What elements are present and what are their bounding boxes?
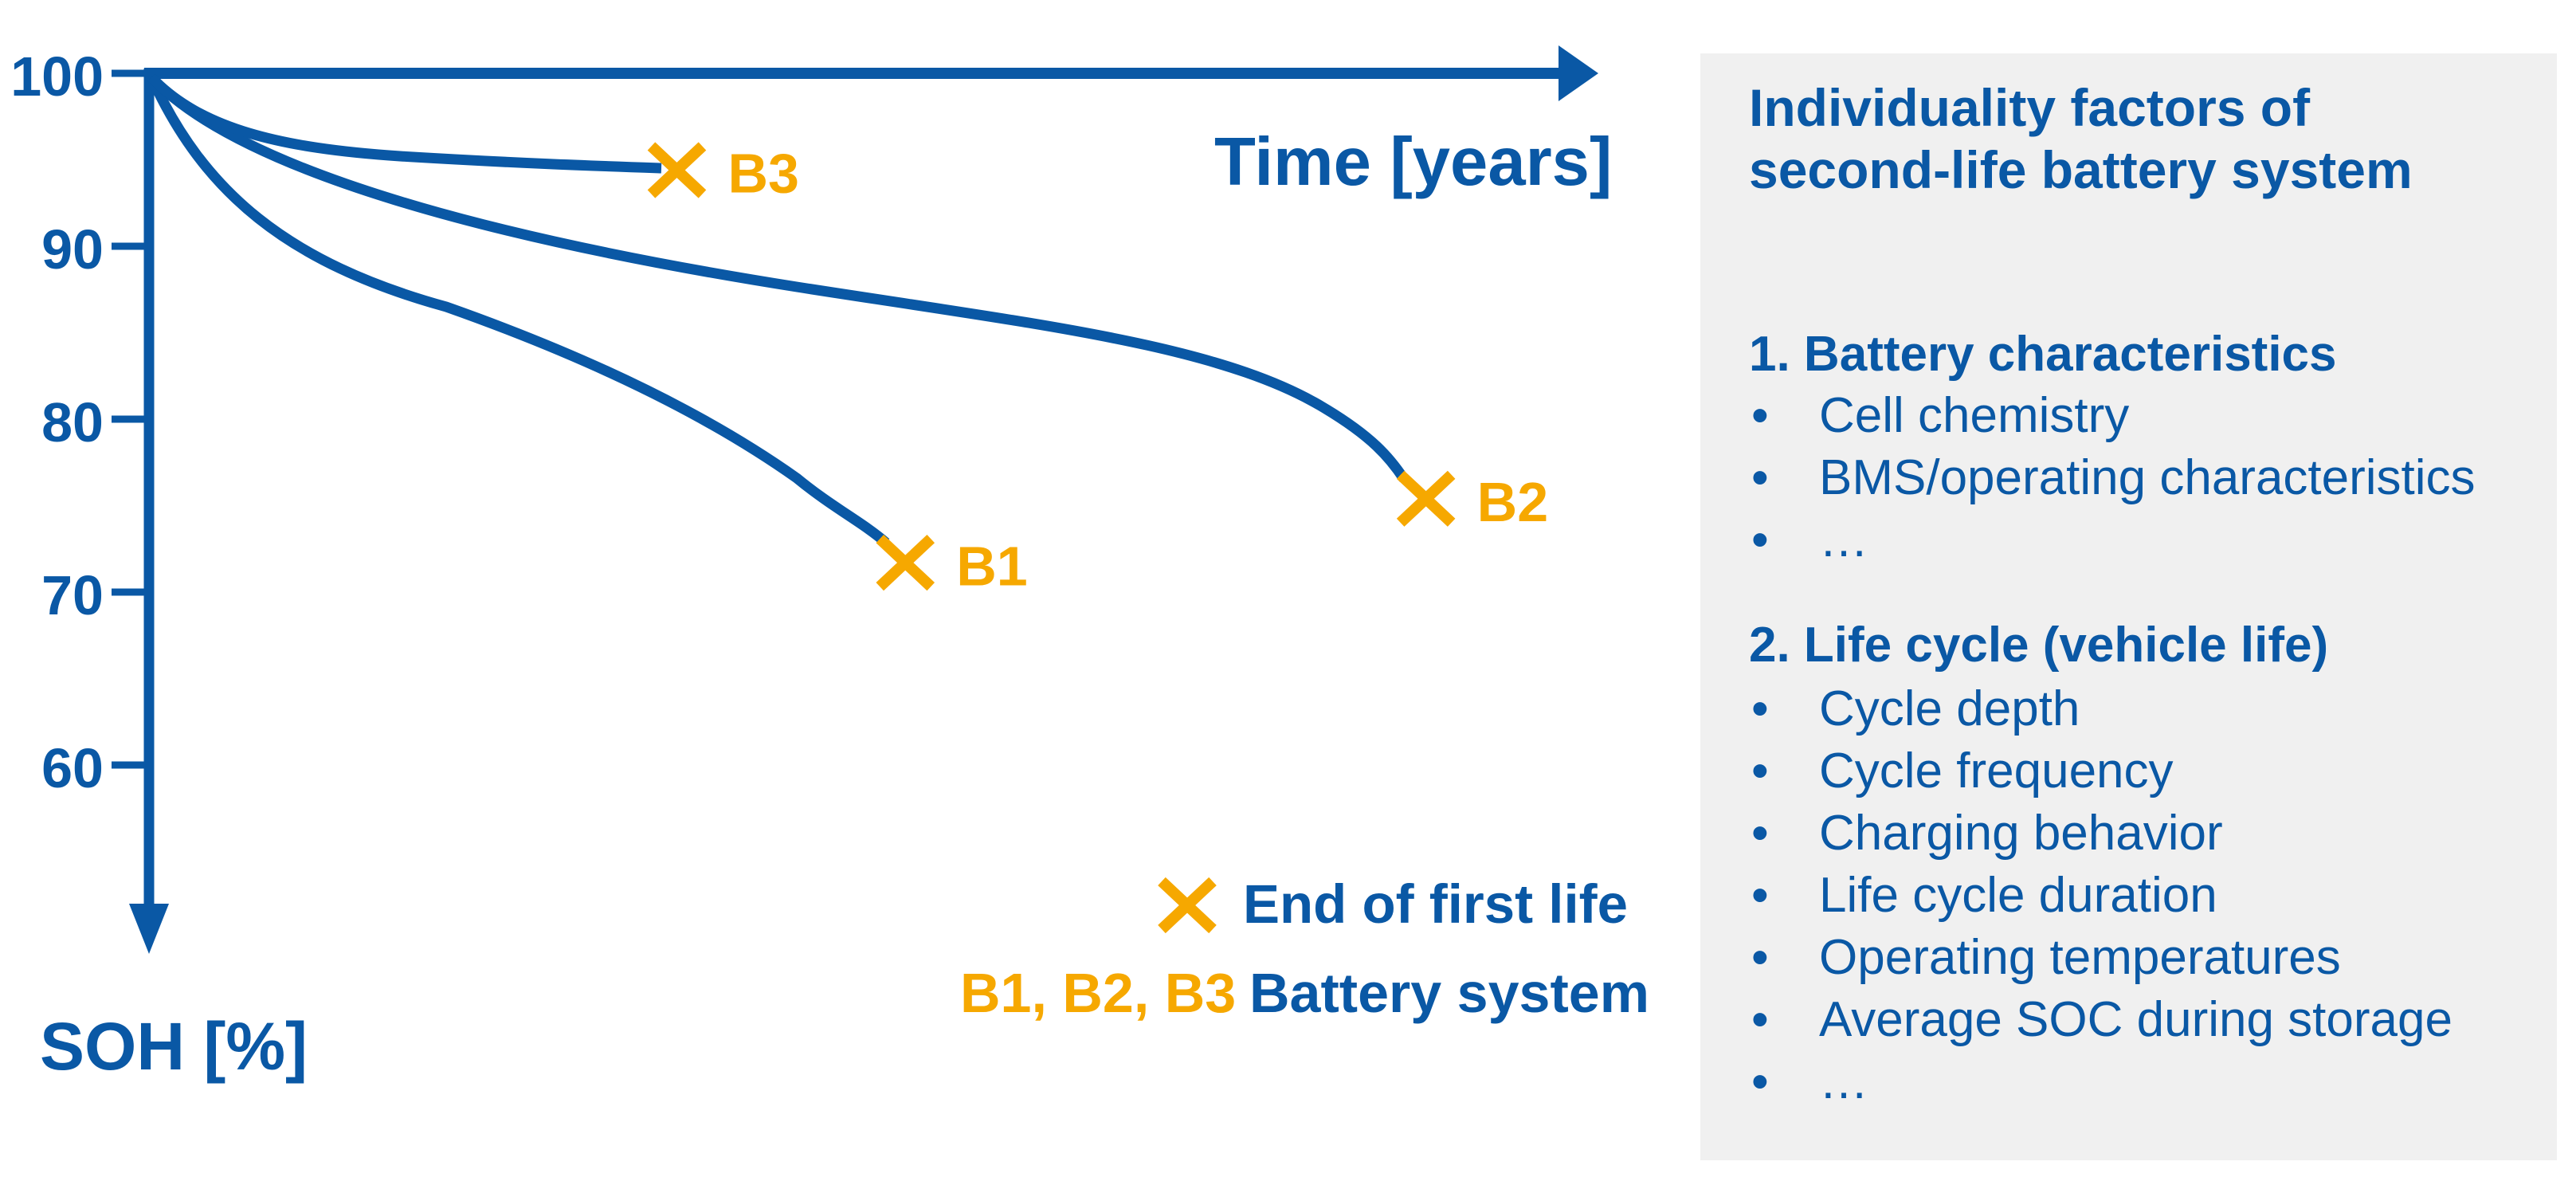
list-item-label: Cycle frequency xyxy=(1819,744,2174,798)
list-item: • BMS/operating characteristics xyxy=(1700,447,2476,509)
list-item: • Operating temperatures xyxy=(1700,927,2452,989)
list-item-label: Charging behavior xyxy=(1819,806,2223,861)
bullet-icon: • xyxy=(1751,681,1769,736)
list-item: •… xyxy=(1700,1051,2452,1113)
series-label-b3: B3 xyxy=(727,143,798,205)
bullet-icon: • xyxy=(1751,992,1769,1047)
legend-battery-system-label: Battery system xyxy=(1249,962,1649,1024)
list-item-label: BMS/operating characteristics xyxy=(1819,450,2476,505)
y-tick-label: 70 xyxy=(41,564,104,626)
list-item-label: Operating temperatures xyxy=(1819,930,2341,985)
legend-end-of-first-life-label: End of first life xyxy=(1243,873,1628,935)
battery-characteristics-list: • Cell chemistry • BMS/operating characteri… xyxy=(1700,385,2476,571)
bullet-icon: • xyxy=(1751,930,1769,985)
x-axis-title: Time [years] xyxy=(1214,124,1612,200)
y-tick-label: 80 xyxy=(41,391,104,453)
bullet-icon: • xyxy=(1751,868,1769,923)
panel-title: Individuality factors of second-life bat… xyxy=(1749,78,2413,199)
section-battery-characteristics-heading: 1. Battery characteristics xyxy=(1749,327,2337,382)
list-item: • Cell chemistry xyxy=(1700,385,2476,447)
y-axis-ticks: 100 90 80 70 60 xyxy=(10,45,145,799)
series-label-b2: B2 xyxy=(1477,471,1548,533)
curve-b2 xyxy=(147,73,1409,482)
legend-series-prefix: B1, B2, B3 xyxy=(960,962,1236,1024)
individuality-factors-panel: Individuality factors of second-life bat… xyxy=(1700,53,2557,1160)
end-of-first-life-markers: B1 B2 B3 xyxy=(647,142,1548,597)
end-of-first-life-marker-b2-icon xyxy=(1396,470,1456,527)
y-axis-arrowhead-icon xyxy=(129,904,169,954)
end-of-first-life-marker-b3-icon xyxy=(647,142,707,198)
list-item: • Life cycle duration xyxy=(1700,865,2452,927)
list-item: • Average SOC during storage xyxy=(1700,989,2452,1051)
y-tick-label: 60 xyxy=(41,737,104,799)
life-cycle-list: • Cycle depth • Cycle frequency • Charging be… xyxy=(1700,678,2452,1113)
axes xyxy=(143,68,1562,908)
bullet-icon: • xyxy=(1751,744,1769,798)
curves xyxy=(147,73,1409,547)
bullet-icon: • xyxy=(1751,388,1769,443)
series-label-b1: B1 xyxy=(956,535,1027,597)
list-item: • Cycle depth xyxy=(1700,678,2452,740)
y-tick-label: 90 xyxy=(41,218,104,281)
legend: End of first life B1, B2, B3 Battery sys… xyxy=(960,873,1649,1024)
curve-b1 xyxy=(147,75,890,547)
bullet-icon: • xyxy=(1751,1054,1769,1109)
list-item-label: Cycle depth xyxy=(1819,681,2080,736)
bullet-icon: • xyxy=(1751,450,1769,505)
list-item-label: Cell chemistry xyxy=(1819,388,2130,443)
end-of-first-life-marker-b1-icon xyxy=(876,535,935,591)
x-axis-arrowhead-icon xyxy=(1559,45,1598,101)
end-of-first-life-marker-icon xyxy=(1158,877,1217,934)
list-item-label: Life cycle duration xyxy=(1819,868,2217,923)
curve-b3 xyxy=(147,73,662,174)
section-life-cycle-heading: 2. Life cycle (vehicle life) xyxy=(1749,618,2329,673)
list-item-label: Average SOC during storage xyxy=(1819,992,2452,1047)
list-item: • Charging behavior xyxy=(1700,802,2452,865)
y-axis-title: SOH [%] xyxy=(40,1009,308,1084)
y-tick-label: 100 xyxy=(10,45,104,108)
list-item: • Cycle frequency xyxy=(1700,740,2452,802)
list-item-label: … xyxy=(1819,1054,1868,1109)
bullet-icon: • xyxy=(1751,512,1769,567)
list-item: •… xyxy=(1700,509,2476,571)
bullet-icon: • xyxy=(1751,806,1769,861)
list-item-label: … xyxy=(1819,512,1868,567)
